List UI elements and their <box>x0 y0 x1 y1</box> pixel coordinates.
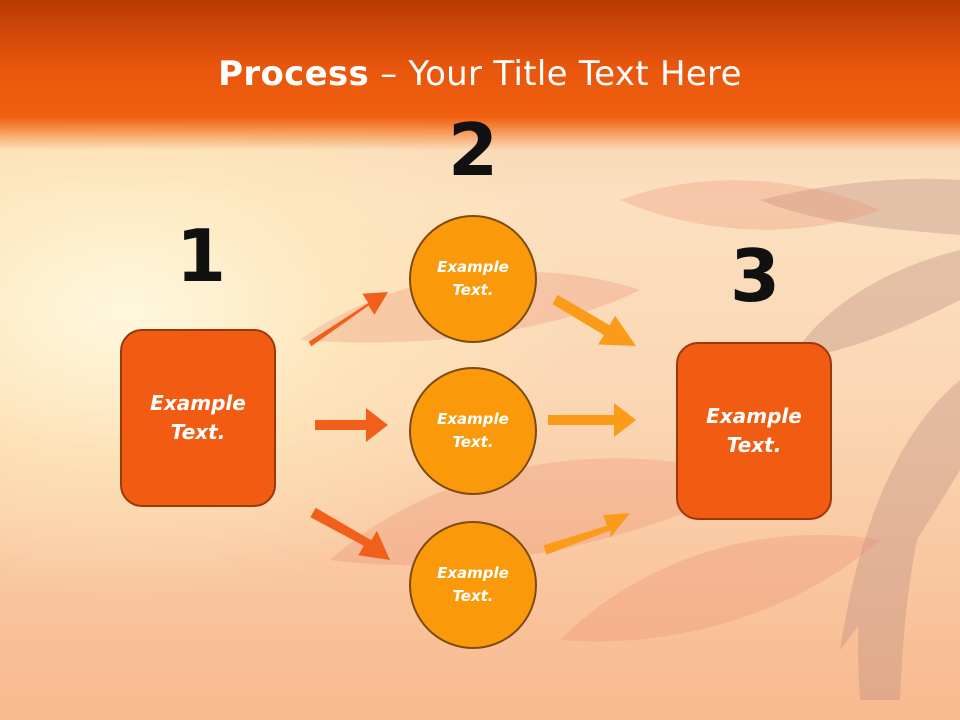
slide-title: Process – Your Title Text Here <box>0 52 960 96</box>
process-box-right: Example Text. <box>676 342 832 520</box>
circle-bottom-text: Example Text. <box>437 564 509 605</box>
step-number-3: 3 <box>730 234 781 318</box>
step-number-2: 2 <box>448 108 499 192</box>
title-bar <box>0 0 960 150</box>
title-bold: Process <box>218 54 370 94</box>
process-circle-top: Example Text. <box>409 215 537 343</box>
circle-top-text: Example Text. <box>437 258 509 299</box>
step-number-1: 1 <box>176 214 227 298</box>
title-rest: – Your Title Text Here <box>369 54 742 94</box>
process-circle-middle: Example Text. <box>409 367 537 495</box>
background-glow <box>0 120 580 600</box>
box-right-text: Example Text. <box>706 404 802 457</box>
box-left-text: Example Text. <box>150 391 246 444</box>
process-circle-bottom: Example Text. <box>409 521 537 649</box>
process-box-left: Example Text. <box>120 329 276 507</box>
circle-middle-text: Example Text. <box>437 410 509 451</box>
